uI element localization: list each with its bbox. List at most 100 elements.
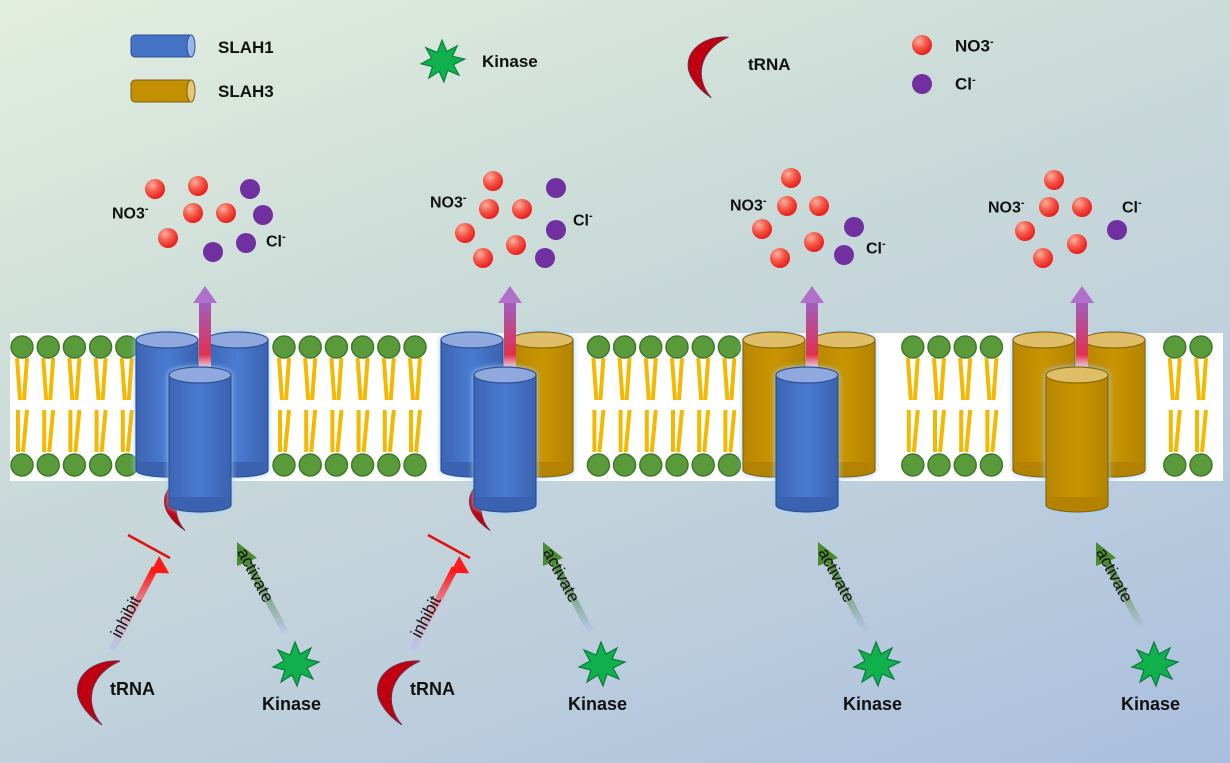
no3-label-charge: - [1020,197,1025,209]
legend-cl-label: Cl- [955,74,976,95]
no3-ion [455,223,475,243]
kinase-icon [272,641,320,687]
lipid [377,335,401,477]
cl-label-text: Cl [266,233,282,251]
inhibit-bar [427,533,471,560]
no3-ion [777,196,797,216]
no3-ion [1015,221,1035,241]
efflux-arrow [498,286,522,372]
no3-ion [1067,234,1087,254]
lipid [115,335,139,477]
no3-ion [1039,197,1059,217]
cl-ion [546,178,566,198]
lipid [639,335,663,477]
panel-3 [742,168,901,687]
no3-text: NO3 [955,36,990,56]
lipid [612,335,637,477]
no3-ion [1033,248,1053,268]
no3-ion [158,228,178,248]
lipid [350,335,375,477]
no3-ion [473,248,493,268]
kinase-label: Kinase [1121,694,1181,714]
no3-label-text: NO3 [112,205,145,223]
lipid [927,335,951,477]
no3-ion [809,196,829,216]
legend-trna-icon [687,36,729,99]
inhibit-arrow [108,556,170,652]
no3-ion [781,168,801,188]
trna-label: tRNA [110,679,155,699]
no3-charge: - [989,36,994,48]
cl-label: Cl- [573,210,593,230]
cl-label-charge: - [589,210,593,222]
no3-label: NO3- [112,203,149,223]
lipid [691,335,715,477]
no3-label: NO3- [730,195,767,215]
no3-ion [1044,170,1064,190]
cl-label-text: Cl [573,212,589,230]
cl-ion [203,242,223,262]
kinase-icon [578,641,626,687]
kinase-label: Kinase [843,694,903,714]
no3-ion [188,176,208,196]
kinase-icon [853,641,901,687]
lipid [586,335,611,477]
lipid [717,335,742,477]
activate-arrow [543,542,595,634]
lipid [324,335,349,477]
efflux-arrow [1070,286,1094,372]
legend-kinase-label: Kinase [482,52,538,71]
lipid [953,335,977,477]
channel-subunit-front [775,366,839,513]
lipid [298,335,322,477]
no3-ion [483,171,503,191]
no3-label: NO3- [988,197,1025,217]
no3-label-charge: - [144,203,149,215]
lipid [88,335,113,477]
no3-ion [512,199,532,219]
lipid [1189,335,1213,477]
lipid [979,335,1004,477]
legend-trna-label: tRNA [748,55,791,74]
channel-subunit-front [168,366,232,513]
legend-no3-label: NO3- [955,36,994,57]
no3-label-text: NO3 [988,199,1021,217]
legend-slah3-icon [130,79,196,103]
no3-ion [506,235,526,255]
no3-label-text: NO3 [430,194,463,212]
cl-ion [236,233,256,253]
channel-subunit-front [473,366,537,513]
kinase-icon [1131,641,1179,687]
cl-ion [844,217,864,237]
no3-ion [216,203,236,223]
no3-ion [145,179,165,199]
cl-label: Cl- [866,238,886,258]
legend-slah1-label: SLAH1 [218,38,274,57]
no3-ion [770,248,790,268]
cl-ion [546,220,566,240]
cl-ion [834,245,854,265]
no3-label: NO3- [430,192,467,212]
inhibit-bar [127,533,171,560]
activate-arrow [1096,542,1148,634]
cl-label-charge: - [882,238,886,250]
lipid [403,335,427,477]
no3-ion [183,203,203,223]
cl-label-text: Cl [1122,199,1138,217]
cl-label: Cl- [1122,197,1142,217]
cl-charge: - [972,74,976,86]
cl-text: Cl [955,74,972,94]
legend-cl-icon [912,74,932,94]
activate-arrow [237,542,289,634]
cl-label-text: Cl [866,240,882,258]
inhibit-arrow [408,556,470,652]
no3-label-charge: - [762,195,767,207]
efflux-arrow [800,286,824,372]
legend-slah1-icon [130,34,196,58]
lipid [10,335,34,477]
lipid [62,335,87,477]
lipid [36,335,60,477]
legend-slah3-label: SLAH3 [218,82,274,101]
channel-subunit-front [1045,366,1109,513]
cl-ion [253,205,273,225]
